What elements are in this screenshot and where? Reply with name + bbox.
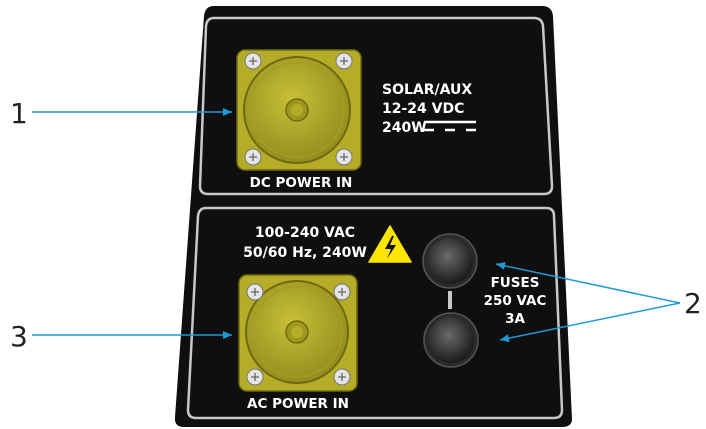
callout-number-2: 2 — [684, 287, 702, 320]
dc-spec-line-3: 240W — [382, 120, 427, 136]
dc-power-connector — [236, 49, 362, 171]
ac-section-frame — [186, 206, 564, 420]
fuses-line-2: 250 VAC — [484, 293, 547, 309]
ac-power-connector — [238, 274, 358, 392]
dc-spec-line-1: SOLAR/AUX — [382, 82, 472, 98]
fuse-holder-top — [422, 233, 478, 289]
high-voltage-warning-icon — [368, 225, 412, 263]
ac-spec-line-2: 50/60 Hz, 240W — [243, 245, 367, 261]
screw-icon — [335, 52, 353, 70]
screw-icon — [333, 283, 351, 301]
screw-icon — [246, 368, 264, 386]
screw-icon — [333, 368, 351, 386]
dc-connector-label: DC POWER IN — [250, 175, 353, 191]
ac-connector-label: AC POWER IN — [247, 396, 349, 412]
ac-spec-line-1: 100-240 VAC — [255, 225, 355, 241]
dc-section-frame — [198, 16, 554, 196]
screw-icon — [244, 148, 262, 166]
screw-icon — [246, 283, 264, 301]
callout-2-line-bottom — [499, 302, 681, 343]
dc-spec-line-2: 12-24 VDC — [382, 101, 464, 117]
screw-icon — [335, 148, 353, 166]
fuses-line-1: FUSES — [491, 275, 540, 291]
callout-2-line-top — [495, 261, 681, 304]
callout-number-3: 3 — [10, 320, 28, 353]
fuses-line-3: 3A — [505, 311, 525, 327]
fuse-divider — [448, 291, 452, 309]
fuse-holder-bottom — [423, 312, 479, 368]
callout-number-1: 1 — [10, 97, 28, 130]
dc-symbol-icon — [424, 120, 476, 132]
panel-body — [174, 6, 572, 427]
screw-icon — [244, 52, 262, 70]
